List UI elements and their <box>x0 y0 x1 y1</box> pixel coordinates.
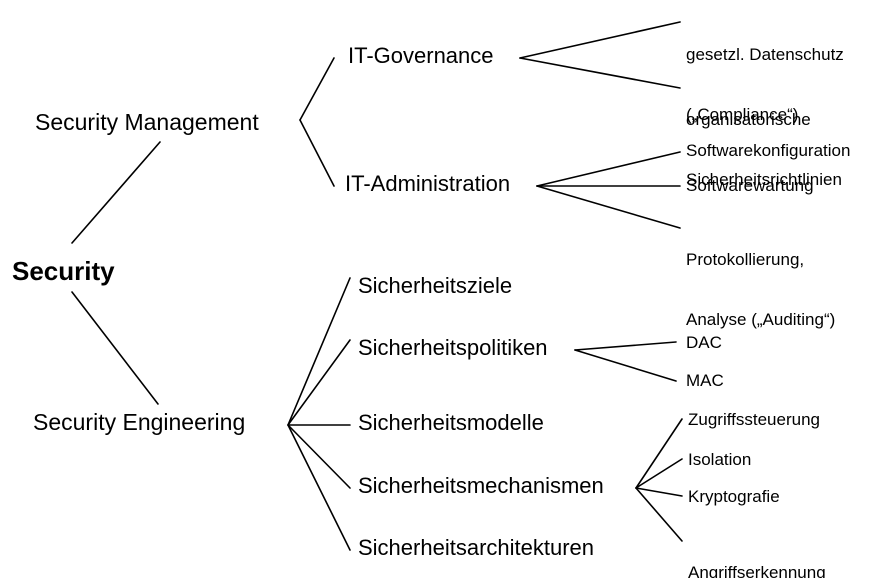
edge-it-governance-to-sicherheitsrichtlinien <box>519 57 681 89</box>
node-organisatorische-sicherheitsrichtlinien-line2: Sicherheitsrichtlinien <box>686 170 842 190</box>
node-protokollierung-analyse-line2: Analyse („Auditing“) <box>686 310 836 330</box>
node-mac: MAC <box>686 371 724 390</box>
node-it-administration: IT-Administration <box>345 171 511 196</box>
node-dac: DAC <box>686 333 722 352</box>
node-protokollierung-analyse: Protokollierung, Analyse („Auditing“) <box>686 210 835 370</box>
edge-security-management-to-it-governance <box>299 57 335 121</box>
edge-security-engineering-to-sicherheitsziele <box>287 277 351 426</box>
edge-security-engineering-to-sicherheitsarchitekturen <box>287 424 351 551</box>
edge-sicherheitspolitiken-to-dac <box>574 341 677 351</box>
edge-sicherheitsmechanismen-to-isolation <box>635 458 683 489</box>
edge-security-to-security-engineering <box>71 291 159 405</box>
node-kryptografie: Kryptografie <box>688 487 780 506</box>
node-sicherheitsziele: Sicherheitsziele <box>358 273 513 298</box>
edge-security-engineering-to-sicherheitspolitiken <box>287 339 351 426</box>
edge-it-governance-to-compliance <box>519 21 681 59</box>
edge-it-administration-to-softwarekonfiguration <box>536 151 681 187</box>
node-sicherheitsmechanismen: Sicherheitsmechanismen <box>358 473 604 498</box>
node-gesetzl-datenschutz: gesetzl. Datenschutz („Compliance“) <box>686 5 844 165</box>
edge-security-engineering-to-sicherheitsmechanismen <box>287 424 351 489</box>
node-angriffserkennung-line1: Angriffserkennung <box>688 563 826 578</box>
node-protokollierung-analyse-line1: Protokollierung, <box>686 250 805 270</box>
node-security-root: Security <box>12 256 115 286</box>
node-softwarekonfiguration: Softwarekonfiguration <box>686 141 851 160</box>
node-isolation: Isolation <box>688 450 752 469</box>
node-gesetzl-datenschutz-line1: gesetzl. Datenschutz <box>686 45 844 65</box>
node-organisatorische-sicherheitsrichtlinien-line1: organisatorische <box>686 110 811 130</box>
edge-sicherheitsmechanismen-to-kryptografie <box>635 487 683 497</box>
edge-sicherheitsmechanismen-to-zugriffssteuerung <box>635 418 683 489</box>
node-sicherheitsmodelle: Sicherheitsmodelle <box>358 410 544 435</box>
node-gesetzl-datenschutz-line2: („Compliance“) <box>686 105 799 125</box>
edge-security-to-security-management <box>71 141 161 244</box>
edge-sicherheitspolitiken-to-mac <box>574 349 677 382</box>
node-zugriffssteuerung: Zugriffssteuerung <box>688 410 820 429</box>
edge-it-administration-to-protokollierung <box>536 185 681 229</box>
node-sicherheitspolitiken: Sicherheitspolitiken <box>358 335 548 360</box>
edge-security-management-to-it-administration <box>299 119 335 187</box>
node-softwarewartung: Softwarewartung <box>686 176 814 195</box>
node-security-management: Security Management <box>35 109 259 135</box>
node-security-engineering: Security Engineering <box>33 409 246 435</box>
edge-sicherheitsmechanismen-to-angriffserkennung <box>635 487 683 542</box>
node-angriffserkennung: Angriffserkennung (Intrusion Detection) <box>688 523 841 578</box>
node-sicherheitsarchitekturen: Sicherheitsarchitekturen <box>358 535 595 560</box>
node-organisatorische-sicherheitsrichtlinien: organisatorische Sicherheitsrichtlinien <box>686 70 842 230</box>
node-it-governance: IT-Governance <box>348 43 494 68</box>
